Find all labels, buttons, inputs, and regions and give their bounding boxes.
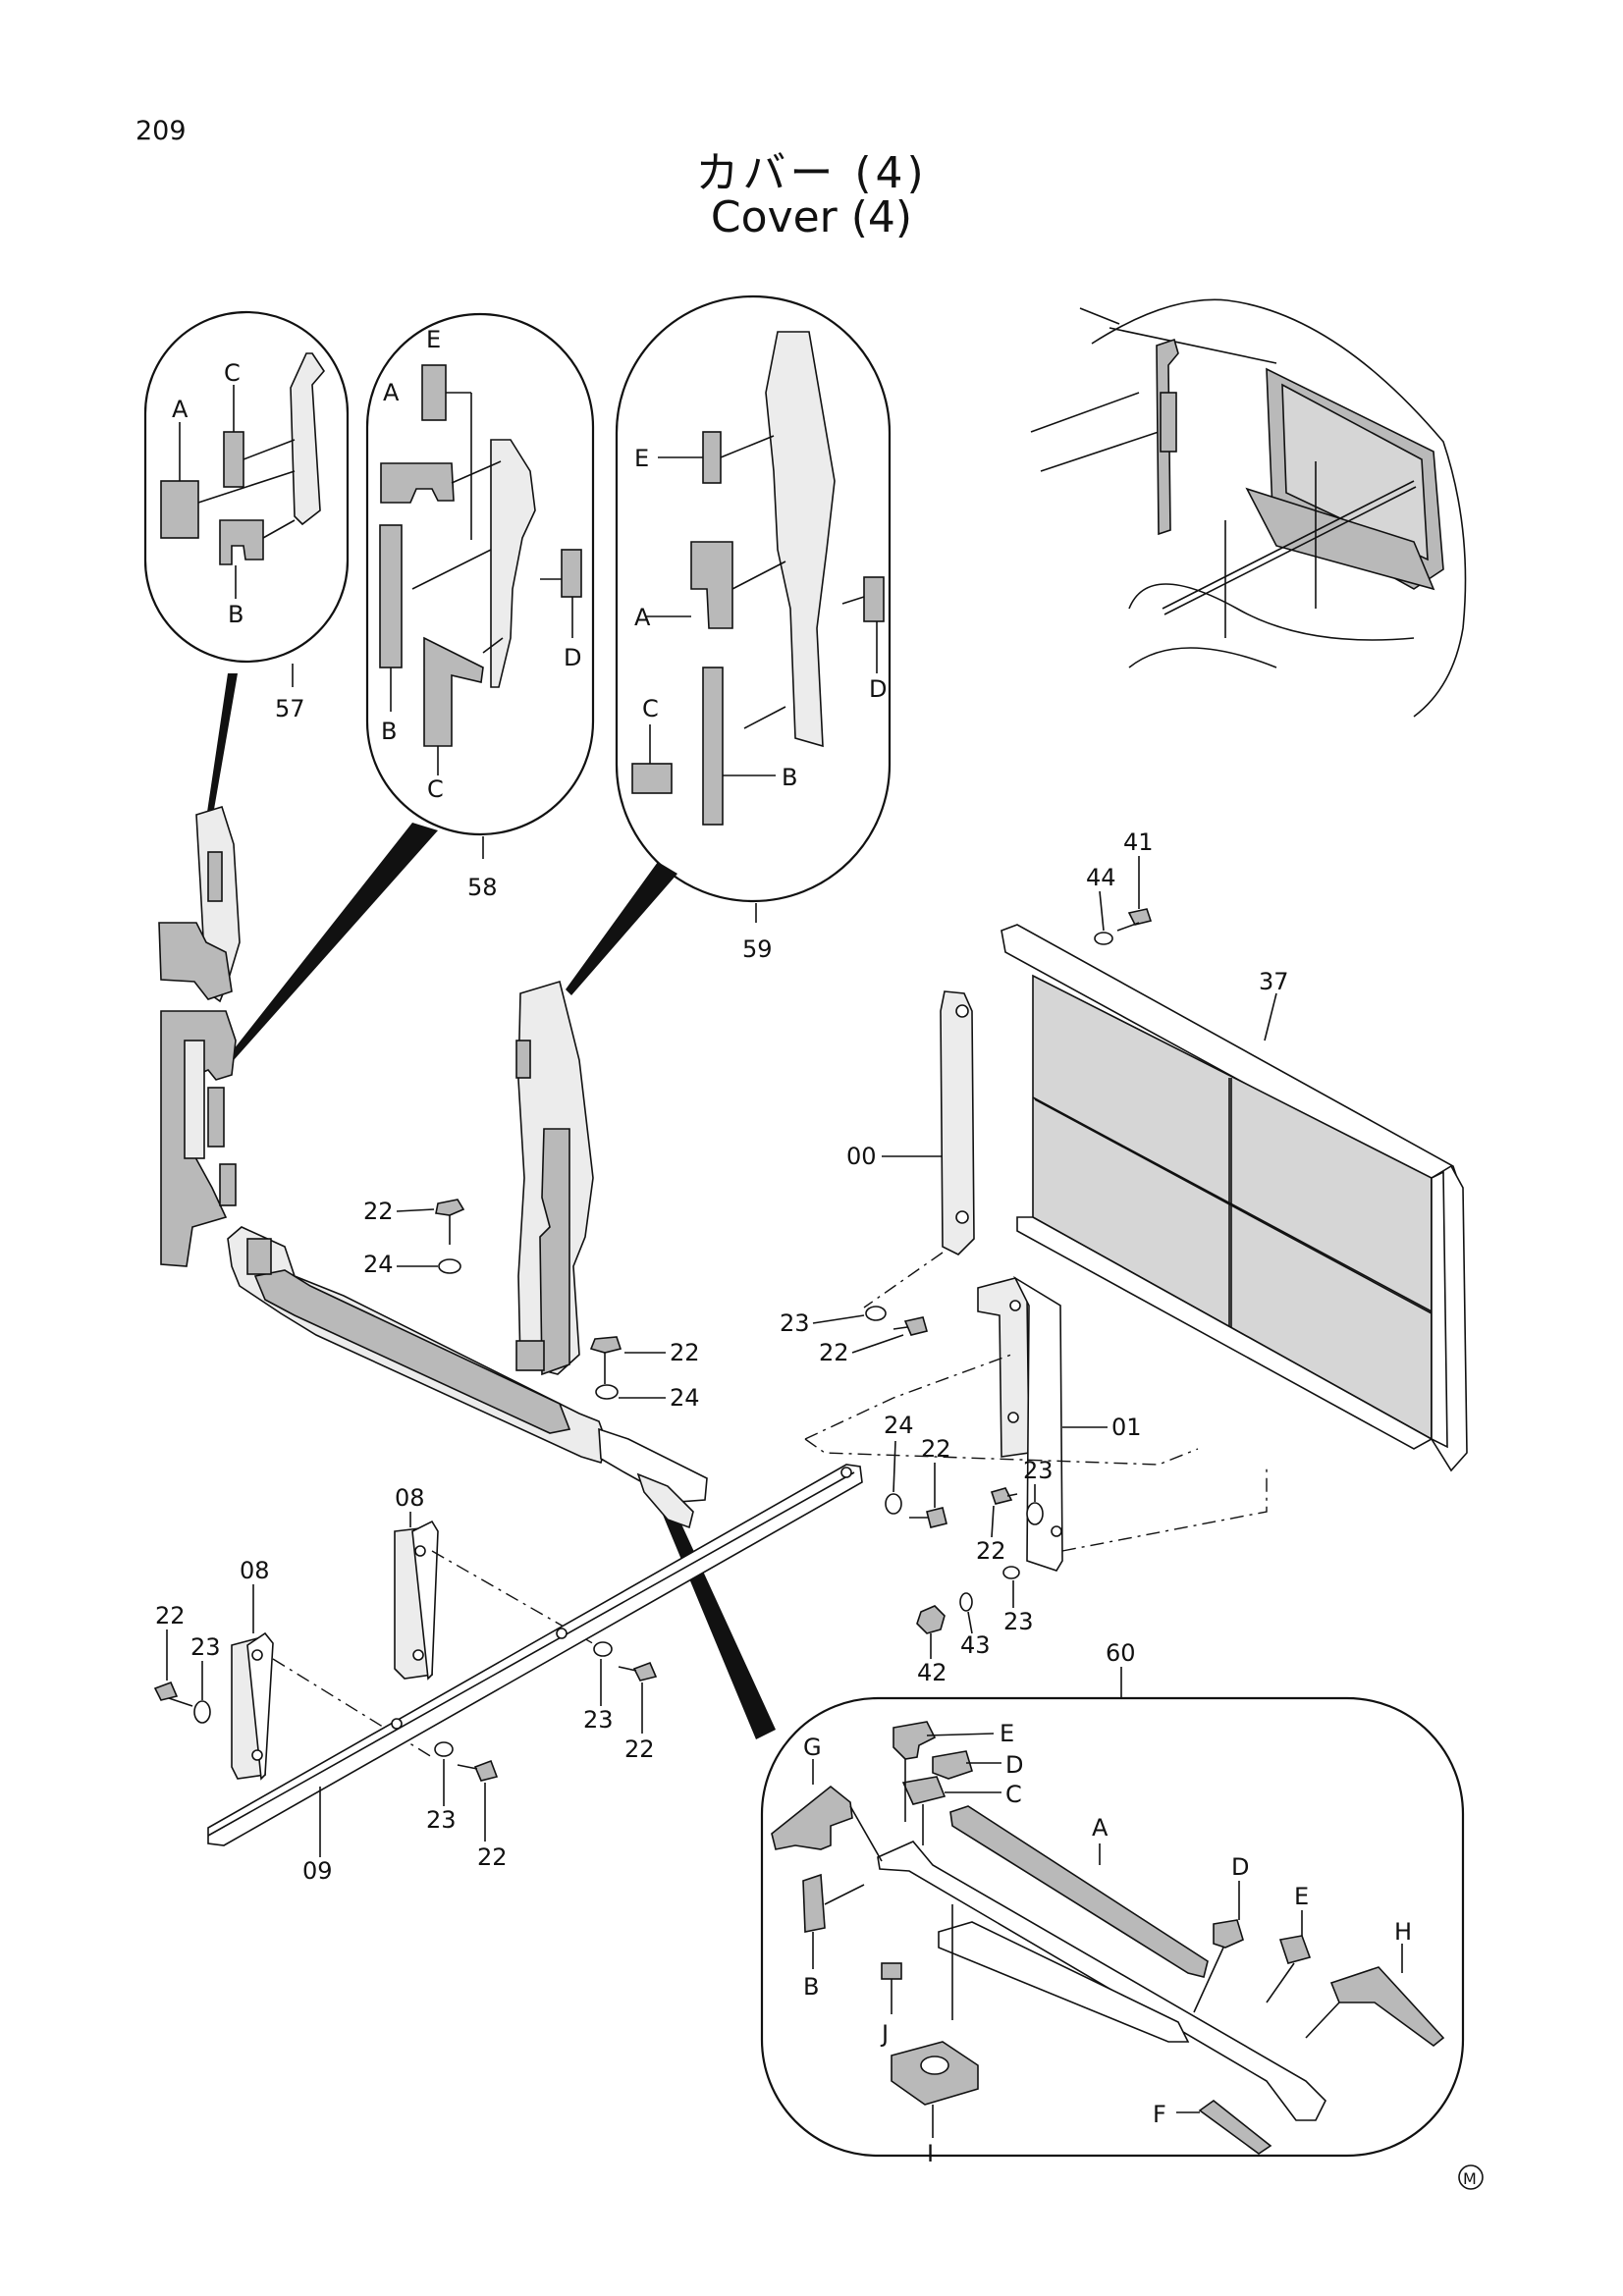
label-24-b: 24 (670, 1384, 700, 1412)
page-number: 209 (135, 116, 187, 146)
label-22-b: 22 (670, 1339, 700, 1366)
detail-bubble-58: E A D B C 58 (365, 312, 595, 901)
bracket-01: 01 (804, 1275, 1268, 1572)
bubble59-letter-d: D (869, 675, 887, 703)
label-41: 41 (1123, 828, 1154, 856)
label-44: 44 (1086, 864, 1116, 891)
label-43: 43 (960, 1631, 991, 1659)
bottom-frame-assembly (227, 1226, 708, 1529)
bubble60-letter-g: G (803, 1734, 822, 1761)
bubble59-letter-c: C (642, 695, 659, 722)
corner-mark-letter: M (1463, 2169, 1477, 2188)
label-22-c: 22 (819, 1339, 849, 1366)
bubble60-letter-c: C (1005, 1781, 1022, 1808)
bubble60-letter-a: A (1092, 1814, 1109, 1842)
label-00: 00 (846, 1143, 877, 1170)
bubble60-letter-e-top: E (1000, 1720, 1014, 1747)
bubble57-letter-b: B (228, 601, 243, 628)
label-23-c: 23 (1003, 1608, 1034, 1635)
label-37: 37 (1259, 968, 1289, 995)
label-24-a: 24 (363, 1251, 394, 1278)
callout-wedge-59 (566, 862, 677, 995)
bubble60-letter-e-right: E (1294, 1883, 1309, 1910)
bubble58-letter-e: E (426, 326, 441, 353)
label-24-c: 24 (884, 1412, 914, 1439)
label-23-d: 23 (583, 1706, 614, 1734)
label-01: 01 (1111, 1414, 1142, 1441)
fasteners-upper-left: 22 24 22 24 (363, 1198, 700, 1412)
bubble60-letter-d-right: D (1231, 1853, 1249, 1881)
center-cover-assembly (515, 980, 594, 1376)
bubble58-letter-d: D (564, 644, 581, 671)
title-english: Cover (4) (710, 192, 913, 242)
bubble57-letter-a: A (172, 396, 189, 423)
bubble58-label: 58 (467, 874, 498, 901)
label-09: 09 (302, 1857, 333, 1885)
bubble59-letter-b: B (782, 764, 797, 791)
bubble60-letter-d-top: D (1005, 1751, 1023, 1779)
fasteners-bracket: 23 22 24 22 23 22 23 42 43 (780, 1306, 1054, 1686)
bubble60-letter-j: J (880, 2020, 889, 2048)
callout-wedge-57 (206, 673, 238, 821)
bracket-00: 00 (846, 990, 975, 1308)
detail-bubble-59: E A D C B 59 (615, 294, 892, 963)
bubble60-letter-h: H (1394, 1918, 1412, 1946)
callout-wedge-58 (230, 823, 438, 1060)
bubble59-letter-a: A (634, 604, 651, 631)
bubble57-label: 57 (275, 695, 305, 722)
bubble59-label: 59 (742, 935, 773, 963)
bubble60-label: 60 (1106, 1639, 1136, 1667)
bubble60-letter-f: F (1153, 2101, 1166, 2128)
bubble58-letter-c: C (427, 775, 444, 803)
label-23-e: 23 (426, 1806, 457, 1834)
label-22-h: 22 (155, 1602, 186, 1629)
left-cover-assembly (158, 806, 241, 1267)
label-23-f: 23 (190, 1633, 221, 1661)
label-23-a: 23 (780, 1309, 810, 1337)
label-42: 42 (917, 1659, 947, 1686)
detail-bubble-57: C A B 57 (143, 310, 350, 722)
bubble58-letter-b: B (381, 718, 397, 745)
label-08-a: 08 (395, 1484, 425, 1512)
bubble60-letter-i: I (927, 2140, 934, 2167)
screen-assembly-37: 37 41 44 (1001, 828, 1468, 1472)
corner-mark: M (1458, 2164, 1484, 2190)
label-22-d: 22 (921, 1435, 951, 1463)
label-08-b: 08 (240, 1557, 270, 1584)
bubble59-letter-e: E (634, 445, 649, 472)
label-23-b: 23 (1023, 1457, 1054, 1484)
detail-bubble-60: 60 E D (760, 1639, 1465, 2167)
label-22-e: 22 (976, 1537, 1006, 1565)
brackets-08-bar-09: 08 08 09 23 22 23 22 22 (153, 1464, 863, 1885)
bubble57-letter-c: C (224, 359, 241, 387)
machine-overview-sketch (1030, 298, 1467, 718)
bubble58-letter-a: A (383, 379, 400, 406)
label-22-f: 22 (624, 1735, 655, 1763)
label-22-a: 22 (363, 1198, 394, 1225)
bubble60-letter-b: B (803, 1973, 819, 2001)
label-22-g: 22 (477, 1843, 508, 1871)
title-japanese: カバー (4) (695, 148, 928, 198)
